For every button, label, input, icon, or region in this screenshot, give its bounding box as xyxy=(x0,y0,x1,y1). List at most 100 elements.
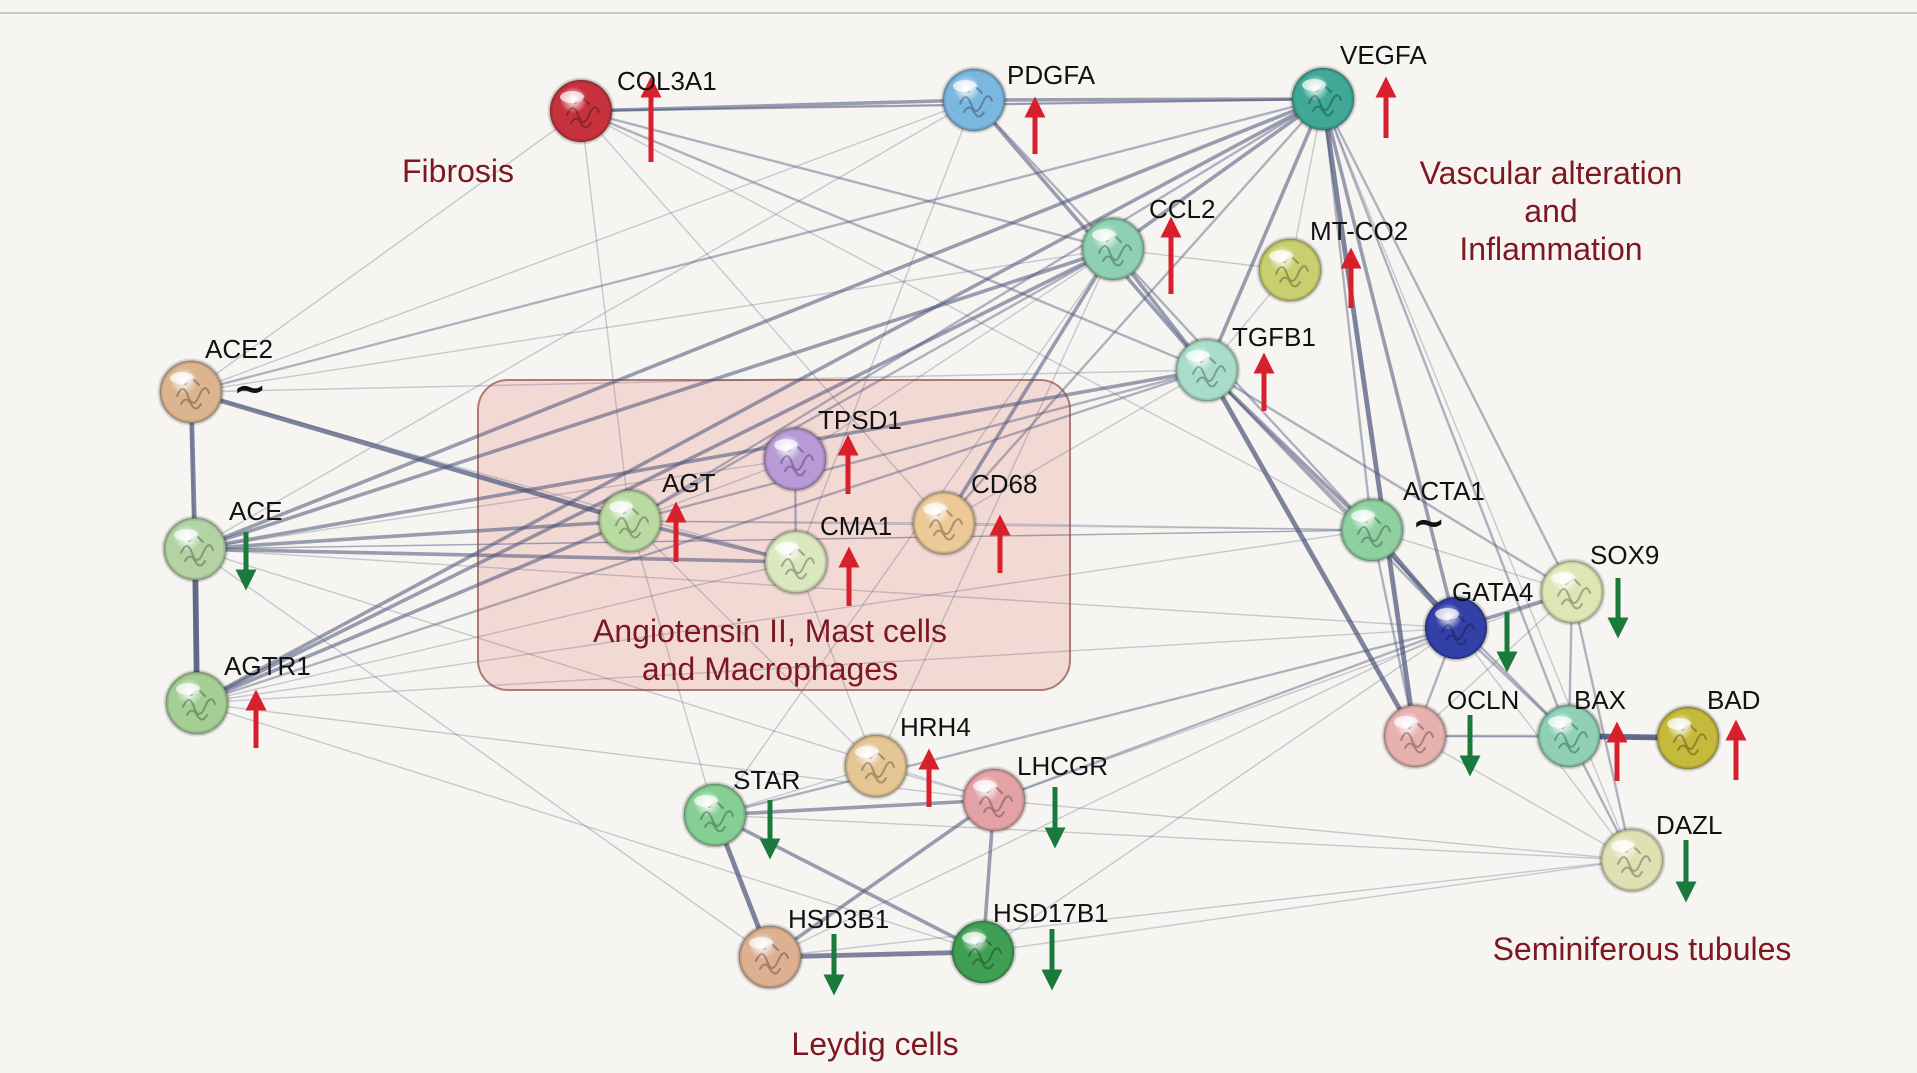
edge-vegfa-ocln xyxy=(1320,96,1418,739)
node-label-hsd3b1: HSD3B1 xyxy=(788,904,889,934)
node-label-cma1: CMA1 xyxy=(820,511,892,541)
node-label-ace: ACE xyxy=(229,496,282,526)
protein-node-ace2[interactable] xyxy=(157,358,225,426)
node-label-vegfa: VEGFA xyxy=(1340,40,1427,70)
edge-pdgfa-cma1 xyxy=(795,99,975,563)
edge-vegfa-bax xyxy=(1321,97,1571,738)
edge-tgfb1-ace2 xyxy=(190,369,1208,393)
edge-ccl2-cd68 xyxy=(942,247,1115,525)
protein-node-ocln[interactable] xyxy=(1381,702,1449,770)
edge-vegfa-ccl2 xyxy=(1111,97,1325,251)
group-label-angiotensin-line2: and Macrophages xyxy=(642,651,898,687)
edge-tgfb1-sox9 xyxy=(1205,368,1574,594)
edge-ccl2-agt xyxy=(628,247,1115,523)
edge-tgfb1-cd68 xyxy=(943,369,1208,524)
edge-col3a1-tgfb1 xyxy=(579,109,1209,372)
protein-node-acta1[interactable] xyxy=(1338,496,1406,564)
protein-nodes xyxy=(157,65,1722,991)
protein-node-hsd17b1[interactable] xyxy=(949,918,1017,986)
node-label-tgfb1: TGFB1 xyxy=(1232,322,1316,352)
protein-node-col3a1[interactable] xyxy=(547,77,615,145)
edge-tgfb1-acta1 xyxy=(1205,368,1374,532)
edge-sox9-dazl xyxy=(1570,590,1634,862)
edge-dazl-star xyxy=(714,814,1633,861)
edge-ace-cma1 xyxy=(193,547,798,564)
edge-gata4-star xyxy=(713,626,1458,817)
edge-dazl-hsd17b1 xyxy=(982,859,1633,953)
protein-node-bax[interactable] xyxy=(1535,702,1603,770)
protein-node-star[interactable] xyxy=(681,781,749,849)
edge-agtr1-gata4 xyxy=(196,627,1457,704)
edge-lhcgr-hsd3b1 xyxy=(768,798,996,959)
edge-tgfb1-ace xyxy=(193,368,1209,551)
protein-node-agt[interactable] xyxy=(596,487,664,555)
edge-hrh4-agt xyxy=(629,520,877,767)
edge-vegfa-gata4 xyxy=(1321,97,1458,630)
edge-pdgfa-ace xyxy=(194,99,975,550)
edge-tpsd1-ccl2 xyxy=(794,248,1114,460)
node-label-lhcgr: LHCGR xyxy=(1017,751,1108,781)
protein-node-cd68[interactable] xyxy=(910,489,978,557)
group-label-vascular-line3: Inflammation xyxy=(1459,231,1642,267)
edge-acta1-sox9 xyxy=(1371,529,1573,593)
group-label-fibrosis: Fibrosis xyxy=(402,153,514,189)
node-label-gata4: GATA4 xyxy=(1452,577,1533,607)
edge-star-agt xyxy=(629,520,716,816)
protein-node-tgfb1[interactable] xyxy=(1173,336,1241,404)
edge-hsd17b1-agtr1 xyxy=(196,702,984,953)
interaction-edges xyxy=(188,96,1691,960)
protein-node-pdgfa[interactable] xyxy=(940,66,1008,134)
edge-sox9-ocln xyxy=(1414,591,1573,737)
protein-node-agtr1[interactable] xyxy=(163,669,231,737)
group-label-vascular-line2: and xyxy=(1524,193,1577,229)
node-label-pdgfa: PDGFA xyxy=(1007,60,1096,90)
edge-ace2-agt xyxy=(188,389,633,524)
regulation-arrows xyxy=(235,76,1747,996)
node-label-dazl: DAZL xyxy=(1656,810,1722,840)
top-divider xyxy=(0,12,1917,14)
edge-vegfa-tgfb1 xyxy=(1205,97,1325,372)
node-label-bax: BAX xyxy=(1574,685,1626,715)
edge-col3a1-ccl2 xyxy=(579,109,1115,251)
edge-dazl-lhcgr xyxy=(993,799,1633,861)
node-label-agtr1: AGTR1 xyxy=(224,651,311,681)
edge-ace-agt xyxy=(193,519,632,551)
edge-pdgfa-ace2 xyxy=(190,99,975,393)
protein-node-sox9[interactable] xyxy=(1538,558,1606,626)
group-label-leydig: Leydig cells xyxy=(791,1026,958,1062)
edge-ccl2-star xyxy=(714,248,1114,816)
protein-node-mtco2[interactable] xyxy=(1256,236,1324,304)
edge-vegfa-sox9 xyxy=(1321,97,1574,594)
edge-hsd3b1-ace xyxy=(194,548,771,958)
protein-node-vegfa[interactable] xyxy=(1289,65,1357,133)
protein-node-dazl[interactable] xyxy=(1598,826,1666,894)
group-label-seminiferous: Seminiferous tubules xyxy=(1493,931,1792,967)
protein-node-hrh4[interactable] xyxy=(842,732,910,800)
protein-node-ace[interactable] xyxy=(161,515,229,583)
edge-gata4-hsd17b1 xyxy=(982,627,1457,953)
protein-node-gata4[interactable] xyxy=(1422,594,1490,662)
node-label-star: STAR xyxy=(733,765,800,795)
edge-gata4-lhcgr xyxy=(992,626,1458,802)
edge-agtr1-agt xyxy=(195,519,632,705)
edge-ccl2-ace2 xyxy=(190,248,1114,393)
node-label-acta1: ACTA1 xyxy=(1403,476,1485,506)
unchanged-marker-ace2: ~ xyxy=(233,366,267,412)
edge-acta1-ocln xyxy=(1370,528,1417,738)
protein-node-lhcgr[interactable] xyxy=(960,766,1028,834)
edge-hsd3b1-hsd17b1 xyxy=(767,949,986,960)
edge-ace-tpsd1 xyxy=(194,458,796,550)
unchanged-marker-acta1: ~ xyxy=(1412,500,1446,546)
edge-tgfb1-agt xyxy=(628,368,1209,523)
edge-tgfb1-agtr1 xyxy=(195,368,1209,705)
protein-node-cma1[interactable] xyxy=(762,528,830,596)
edge-tgfb1-gata4 xyxy=(1205,368,1458,630)
protein-node-bad[interactable] xyxy=(1654,704,1722,772)
node-label-agt: AGT xyxy=(662,468,716,498)
protein-node-hsd3b1[interactable] xyxy=(736,923,804,991)
protein-node-ccl2[interactable] xyxy=(1079,215,1147,283)
edge-col3a1-cd68 xyxy=(580,110,945,524)
node-label-col3a1: COL3A1 xyxy=(617,66,717,96)
protein-node-tpsd1[interactable] xyxy=(761,425,829,493)
